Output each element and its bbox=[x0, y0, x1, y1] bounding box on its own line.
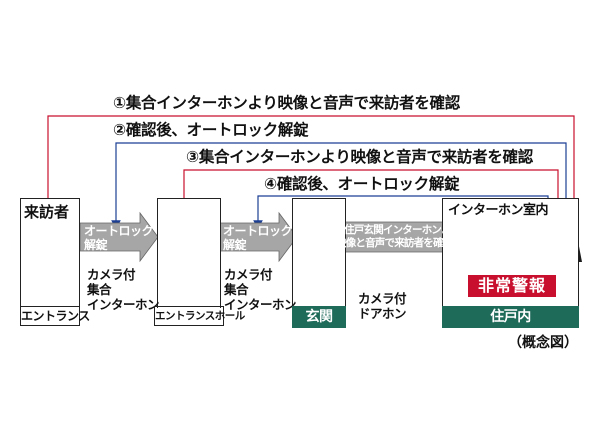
step-1-label: ①集合インターホンより映像と音声で来訪者を確認 bbox=[113, 94, 460, 112]
wire-step2 bbox=[111, 142, 567, 230]
arrow-2-label: オートロック解錠 bbox=[223, 224, 293, 252]
entrance-hall-area bbox=[157, 198, 221, 308]
unit-title: インターホン室内 bbox=[448, 203, 549, 218]
unit-tag: 住戸内 bbox=[442, 306, 579, 328]
step-3-label: ③集合インターホンより映像と音声で来訪者を確認 bbox=[186, 148, 533, 166]
step-2-label: ②確認後、オートロック解錠 bbox=[113, 121, 309, 139]
emergency-alarm-badge: 非常警報 bbox=[468, 275, 556, 297]
entrance-intercom-caption: カメラ付集合インターホン bbox=[87, 267, 160, 312]
arrow-1-label: オートロック解錠 bbox=[84, 224, 154, 252]
visitor-title: 来訪者 bbox=[24, 203, 70, 221]
genkan-area bbox=[292, 198, 346, 308]
genkan-tag: 玄関 bbox=[292, 306, 346, 328]
door-intercom-caption: カメラ付ドアホン bbox=[358, 291, 407, 321]
flow-arrow-1 bbox=[79, 211, 159, 263]
wire-step1 bbox=[47, 115, 579, 217]
entrance-area bbox=[20, 198, 80, 308]
hall-intercom-caption: カメラ付集合インターホン bbox=[224, 267, 297, 312]
entrance-tag: エントランス bbox=[20, 306, 90, 326]
entrance-hall-tag: エントランスホール bbox=[154, 306, 245, 326]
wire-step3 bbox=[183, 169, 563, 217]
arrow-5-label: ⑤住戸玄関インターホンより映像と音声で来訪者を確認 bbox=[336, 224, 461, 249]
step-4-label: ④確認後、オートロック解錠 bbox=[264, 175, 460, 193]
flow-arrow-2 bbox=[218, 211, 298, 263]
conceptual-diagram-note: （概念図） bbox=[508, 335, 578, 351]
